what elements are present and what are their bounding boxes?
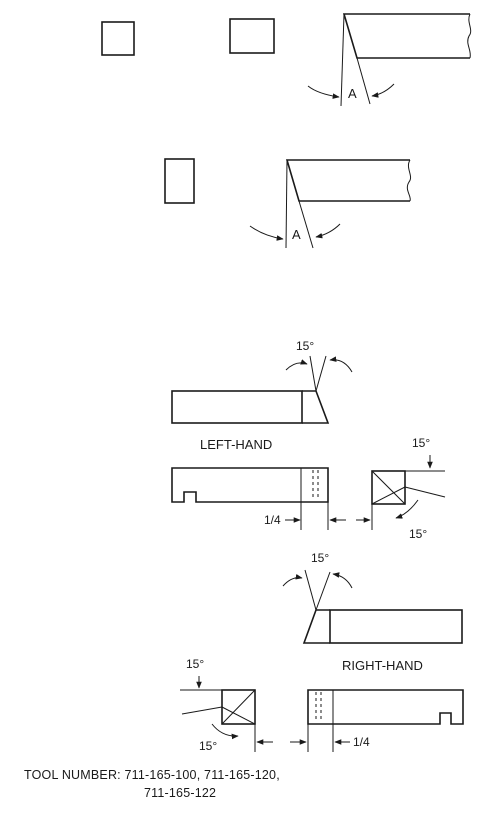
angle-15-label-lh-end-top: 15° bbox=[412, 436, 430, 450]
left-hand-label: LEFT-HAND bbox=[200, 437, 272, 452]
right-hand-tool-side-view bbox=[307, 689, 464, 725]
rectangle-blank bbox=[164, 158, 195, 204]
middle-section: A bbox=[164, 158, 412, 249]
right-hand-label: RIGHT-HAND bbox=[342, 658, 423, 673]
right-hand-tool-top-view bbox=[282, 569, 463, 644]
dimension-label-lh: 1/4 bbox=[264, 513, 281, 527]
tool-number-line-1: TOOL NUMBER: 711-165-100, 711-165-120, bbox=[24, 768, 280, 782]
square-blank-2 bbox=[229, 18, 275, 54]
angle-a-label-top: A bbox=[348, 86, 357, 101]
angle-15-label-lh-top: 15° bbox=[296, 339, 314, 353]
left-hand-section: 15° LEFT-HAND 15° 15° 1/4 bbox=[171, 339, 446, 541]
tool-number-line-2: 711-165-122 bbox=[144, 786, 216, 800]
square-blank-1 bbox=[101, 21, 135, 56]
tool-bit-side-view-top bbox=[307, 13, 472, 107]
left-hand-dimension bbox=[285, 502, 373, 530]
left-hand-tool-side-view bbox=[171, 467, 329, 503]
angle-15-label-lh-end-bottom: 15° bbox=[409, 527, 427, 541]
top-section: A bbox=[101, 13, 472, 107]
left-hand-tool-top-view bbox=[171, 355, 353, 424]
right-hand-dimension bbox=[254, 724, 350, 752]
tool-bit-side-view-middle bbox=[249, 159, 412, 249]
angle-15-label-rh-end-bottom: 15° bbox=[199, 739, 217, 753]
angle-15-label-rh-top: 15° bbox=[311, 551, 329, 565]
angle-15-label-rh-end-top: 15° bbox=[186, 657, 204, 671]
right-hand-section: 15° RIGHT-HAND 15° 15° 1/4 bbox=[180, 551, 464, 753]
angle-a-label-middle: A bbox=[292, 227, 301, 242]
left-hand-end-view bbox=[371, 455, 446, 519]
dimension-label-rh: 1/4 bbox=[353, 735, 370, 749]
right-hand-end-view bbox=[180, 676, 256, 740]
